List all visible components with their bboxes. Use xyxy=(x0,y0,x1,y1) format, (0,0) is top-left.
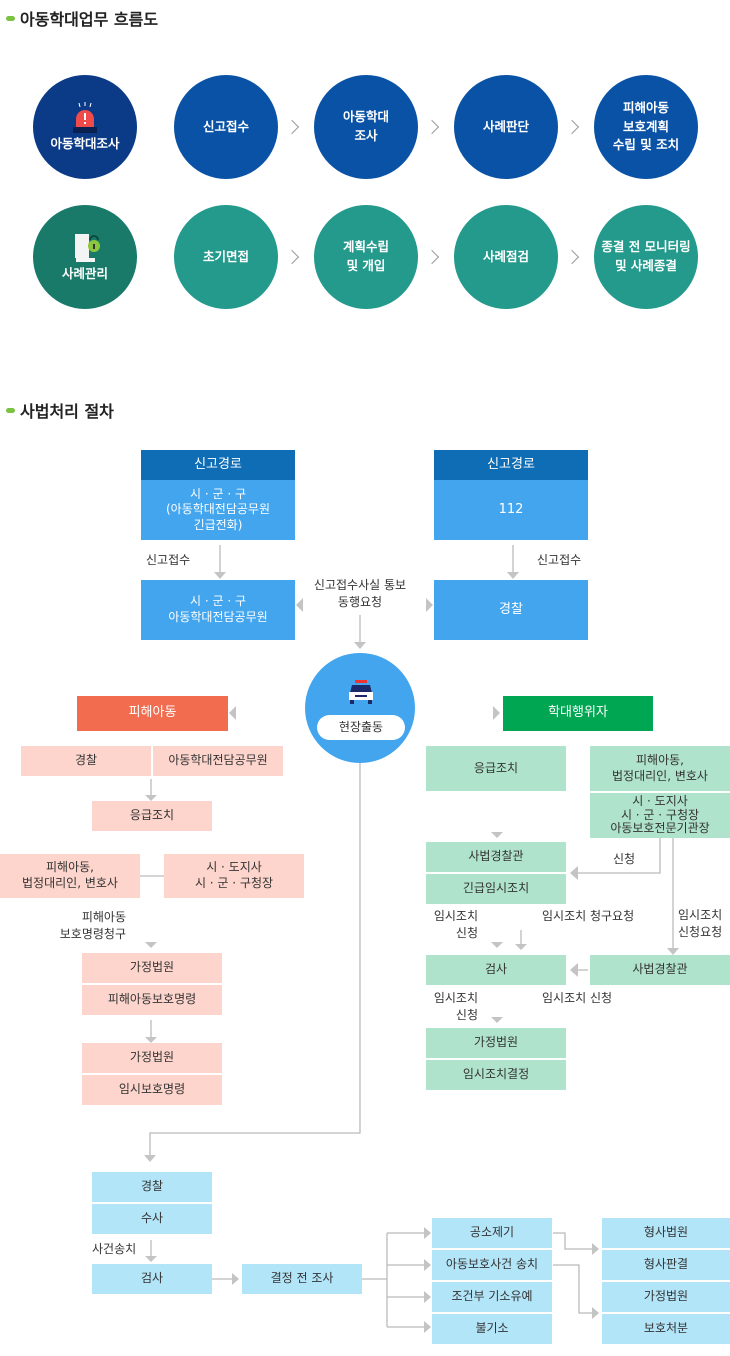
step-case-check: 사례점검 xyxy=(454,205,558,309)
notify-label: 신고접수사실 통보 동행요청 xyxy=(313,578,407,610)
siren-icon xyxy=(73,101,97,133)
abuser-emergency: 응급조치 xyxy=(426,746,566,791)
report-route-header-right: 신고경로 xyxy=(434,450,588,480)
dispatch-circle: 현장출동 xyxy=(305,653,415,763)
claim-request-label: 임시조치 청구요청 xyxy=(542,909,635,923)
apply-temp-label-2: 임시조치 신청 xyxy=(433,991,478,1023)
apply-label: 신청 xyxy=(613,852,636,866)
victim-court1: 가정법원 xyxy=(82,953,222,983)
criminal-investigation: 수사 xyxy=(92,1204,212,1234)
criminal-police: 경찰 xyxy=(92,1172,212,1202)
abuser-prosecutor: 검사 xyxy=(426,955,566,985)
victim-officer: 아동학대전담공무원 xyxy=(153,746,283,776)
result-protective-disposition: 보호처분 xyxy=(602,1314,730,1344)
outcome-indictment: 공소제기 xyxy=(432,1218,552,1248)
victim-header: 피해아동 xyxy=(77,696,228,731)
abuser-header: 학대행위자 xyxy=(503,696,653,731)
step-initial-interview: 초기면접 xyxy=(174,205,278,309)
victim-police: 경찰 xyxy=(21,746,151,776)
victim-request-label: 피해아동 보호명령청구 xyxy=(59,910,126,942)
abuser-officials: 시 · 도지사 시 · 군 · 구청장 아동보호전문기관장 xyxy=(590,793,730,838)
step-plan-intervention: 계획수립 및 개입 xyxy=(314,205,418,309)
bullet-icon xyxy=(6,407,15,413)
outcome-child-protection-case: 아동보호사건 송치 xyxy=(432,1250,552,1280)
transfer-label: 사건송치 xyxy=(92,1242,137,1256)
step-protection-plan: 피해아동 보호계획 수립 및 조치 xyxy=(594,75,698,179)
apply-temp-label-1: 임시조치 신청 xyxy=(433,909,478,941)
victim-court2: 가정법원 xyxy=(82,1043,222,1073)
pre-decision-investigation: 결정 전 조사 xyxy=(242,1264,362,1294)
step-report: 신고접수 xyxy=(174,75,278,179)
apply-request-label: 임시조치 신청요청 xyxy=(678,908,723,940)
abuser-urgent-measure: 긴급임시조치 xyxy=(426,874,566,904)
abuser-temp-decision: 임시조치결정 xyxy=(426,1060,566,1090)
step-closure: 종결 전 모니터링 및 사례종결 xyxy=(594,205,698,309)
victim-emergency: 응급조치 xyxy=(92,801,212,831)
bullet-icon xyxy=(6,15,15,21)
result-family-court: 가정법원 xyxy=(602,1282,730,1312)
abuser-police-officer-2: 사법경찰관 xyxy=(590,955,730,985)
criminal-prosecutor: 검사 xyxy=(92,1264,212,1294)
dispatch-label: 현장출동 xyxy=(317,715,405,740)
investigation-category: 아동학대조사 xyxy=(33,75,137,179)
result-criminal-judgment: 형사판결 xyxy=(602,1250,730,1280)
abuser-petitioners: 피해아동, 법정대리인, 변호사 xyxy=(590,746,730,791)
section-title-workflow: 아동학대업무 흐름도 xyxy=(6,6,158,30)
edge-label-report-left: 신고접수 xyxy=(146,553,191,567)
section-title-judicial: 사법처리 절차 xyxy=(6,398,114,422)
report-route-local-gov: 시 · 군 · 구 (아동학대전담공무원 긴급전화) xyxy=(141,480,295,540)
scroll-lock-icon xyxy=(72,233,100,262)
abuser-police-officer: 사법경찰관 xyxy=(426,842,566,872)
report-route-112: 112 xyxy=(434,480,588,540)
local-gov-officer-box: 시 · 군 · 구 아동학대전담공무원 xyxy=(141,580,295,640)
apply-temp-label-3: 임시조치 신청 xyxy=(542,991,613,1005)
report-route-header-left: 신고경로 xyxy=(141,450,295,480)
result-criminal-court: 형사법원 xyxy=(602,1218,730,1248)
outcome-non-prosecution: 불기소 xyxy=(432,1314,552,1344)
police-car-icon xyxy=(349,680,373,704)
victim-officials: 시 · 도지사 시 · 군 · 구청장 xyxy=(164,854,304,898)
edge-label-report-right: 신고접수 xyxy=(537,553,582,567)
police-box: 경찰 xyxy=(434,580,588,640)
victim-temp-order: 임시보호명령 xyxy=(82,1075,222,1105)
step-investigation: 아동학대 조사 xyxy=(314,75,418,179)
outcome-conditional-suspension: 조건부 기소유예 xyxy=(432,1282,552,1312)
abuser-court: 가정법원 xyxy=(426,1028,566,1058)
management-category: 사례관리 xyxy=(33,205,137,309)
victim-petitioners: 피해아동, 법정대리인, 변호사 xyxy=(0,854,140,898)
step-judgment: 사례판단 xyxy=(454,75,558,179)
victim-protection-order: 피해아동보호명령 xyxy=(82,985,222,1015)
